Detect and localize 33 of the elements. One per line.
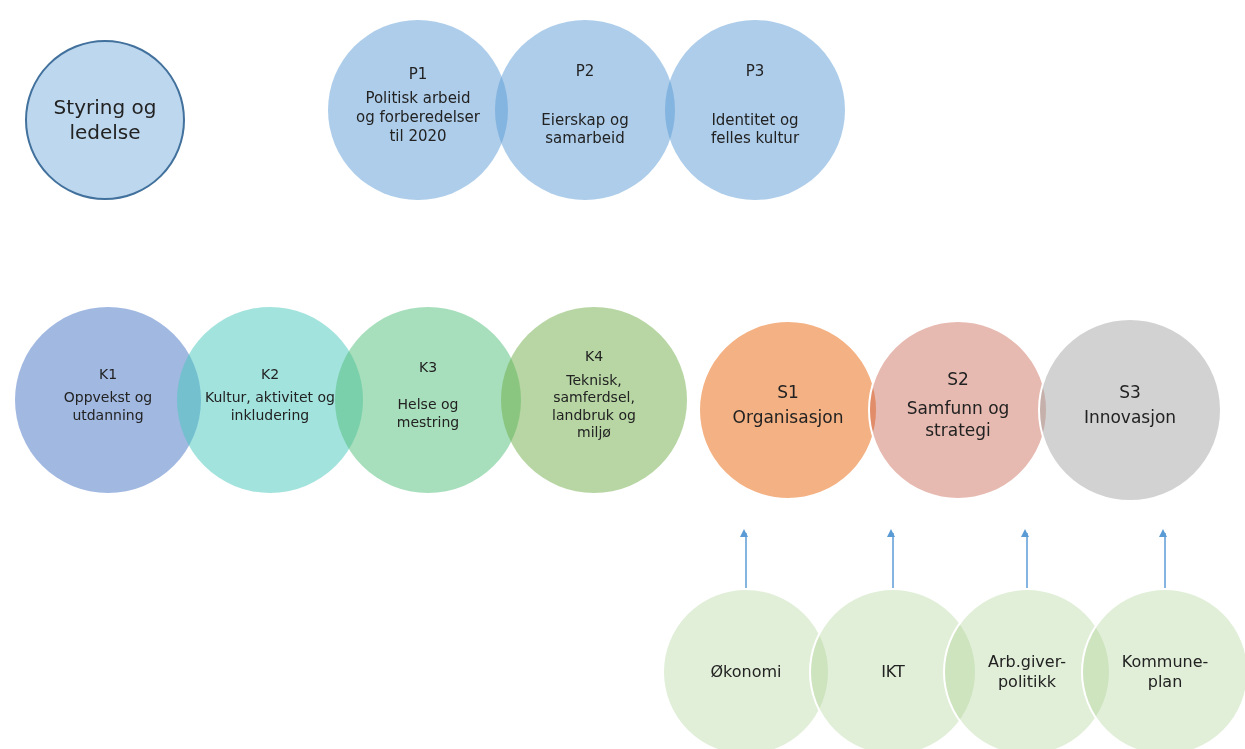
circle-label: Identitet og felles kultur [709, 110, 801, 149]
topic-circle [25, 40, 185, 200]
circle-label: Samfunn og strategi [905, 398, 1011, 441]
circle-label: IKT [881, 662, 905, 682]
circle-label: Politisk arbeid og forberedelser til 2020 [355, 89, 481, 146]
circle-heading: S2 [947, 369, 969, 391]
circle-heading: S1 [777, 381, 799, 403]
circle-label: Organisasjon [732, 407, 844, 429]
circle-label: Kultur, aktivitet og inkludering [205, 389, 335, 425]
topic-circle [665, 20, 845, 200]
circle-label: Eierskap og samarbeid [540, 110, 630, 149]
arrow [1159, 529, 1167, 589]
circle-heading: K3 [418, 358, 438, 377]
circle-heading: K1 [98, 365, 118, 384]
topic-circle [1038, 318, 1222, 502]
circle-label: Arb.giver- politikk [987, 652, 1067, 692]
arrow [887, 529, 895, 589]
arrow [1021, 529, 1029, 589]
circle-label: Helse og mestring [395, 396, 461, 432]
topic-circle [501, 307, 687, 493]
circle-label: Oppvekst og utdanning [62, 389, 154, 425]
circle-heading: K2 [260, 365, 280, 384]
circle-heading: P2 [575, 61, 595, 81]
circle-label: Kommune- plan [1120, 652, 1210, 692]
circle-heading: P3 [745, 61, 765, 81]
circle-heading: P1 [408, 64, 428, 84]
circle-heading: S3 [1119, 381, 1141, 403]
circle-label: Økonomi [710, 662, 782, 682]
circle-label: Styring og ledelse [52, 95, 158, 145]
circle-label: Teknisk, samferdsel, landbruk og miljø [551, 371, 637, 442]
circle-heading: K4 [584, 348, 604, 366]
arrow [740, 529, 748, 589]
circle-label: Innovasjon [1083, 407, 1177, 429]
